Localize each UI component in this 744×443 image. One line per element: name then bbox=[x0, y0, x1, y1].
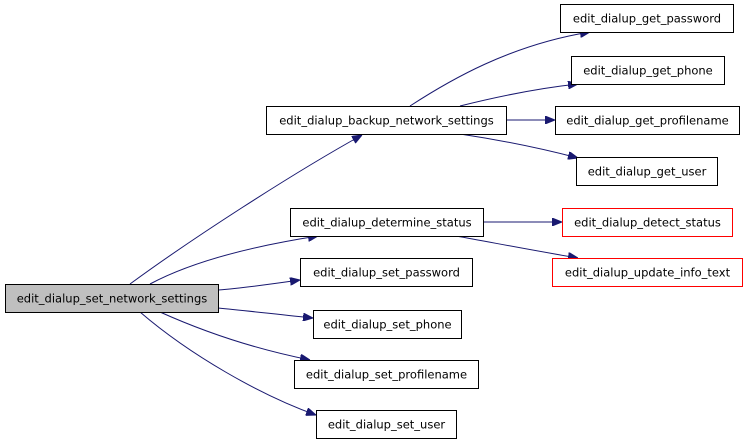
node-box bbox=[562, 208, 733, 237]
node-box bbox=[5, 284, 219, 313]
node-set-network-settings[interactable]: edit_dialup_set_network_settings bbox=[5, 284, 219, 313]
node-label: edit_dialup_set_network_settings bbox=[17, 292, 208, 306]
node-label: edit_dialup_set_phone bbox=[323, 318, 451, 332]
node-box bbox=[316, 410, 457, 439]
edge-backup-network-settings-to-get-user bbox=[459, 133, 578, 158]
node-box bbox=[576, 157, 718, 186]
edge-set-network-settings-to-determine-status bbox=[149, 236, 318, 285]
node-box bbox=[552, 258, 743, 287]
node-get-user[interactable]: edit_dialup_get_user bbox=[576, 157, 718, 186]
edge-determine-status-to-update-info-text bbox=[455, 235, 578, 258]
node-label: edit_dialup_update_info_text bbox=[565, 266, 731, 280]
nodes-layer: edit_dialup_set_network_settings edit_dia… bbox=[5, 4, 743, 439]
node-determine-status[interactable]: edit_dialup_determine_status bbox=[290, 208, 484, 237]
edges-layer bbox=[129, 32, 590, 415]
node-label: edit_dialup_set_user bbox=[328, 418, 446, 432]
node-update-info-text[interactable]: edit_dialup_update_info_text bbox=[552, 258, 743, 287]
node-box bbox=[300, 258, 473, 287]
node-get-profilename[interactable]: edit_dialup_get_profilename bbox=[555, 106, 740, 135]
edge-set-network-settings-to-set-profilename bbox=[159, 311, 310, 360]
node-label: edit_dialup_set_profilename bbox=[306, 368, 467, 382]
node-label: edit_dialup_get_profilename bbox=[566, 114, 728, 128]
node-label: edit_dialup_backup_network_settings bbox=[279, 114, 494, 128]
edge-set-network-settings-to-set-user bbox=[139, 311, 316, 415]
edge-set-network-settings-to-set-phone bbox=[217, 307, 313, 318]
node-label: edit_dialup_get_user bbox=[588, 165, 707, 179]
node-get-password[interactable]: edit_dialup_get_password bbox=[560, 4, 734, 33]
node-set-profilename[interactable]: edit_dialup_set_profilename bbox=[294, 360, 479, 389]
node-detect-status[interactable]: edit_dialup_detect_status bbox=[562, 208, 733, 237]
node-label: edit_dialup_determine_status bbox=[302, 216, 471, 230]
node-box bbox=[560, 4, 734, 33]
node-get-phone[interactable]: edit_dialup_get_phone bbox=[571, 56, 725, 85]
edge-set-network-settings-to-backup-network-settings bbox=[129, 135, 362, 285]
edge-set-network-settings-to-set-password bbox=[217, 280, 300, 291]
node-box bbox=[294, 360, 479, 389]
node-label: edit_dialup_set_password bbox=[313, 266, 460, 280]
node-label: edit_dialup_detect_status bbox=[574, 216, 721, 230]
node-box bbox=[290, 208, 484, 237]
node-box bbox=[571, 56, 725, 85]
node-set-phone[interactable]: edit_dialup_set_phone bbox=[313, 310, 462, 339]
node-label: edit_dialup_get_phone bbox=[583, 64, 713, 78]
node-backup-network-settings[interactable]: edit_dialup_backup_network_settings bbox=[266, 106, 507, 135]
node-set-password[interactable]: edit_dialup_set_password bbox=[300, 258, 473, 287]
node-box bbox=[555, 106, 740, 135]
node-box bbox=[266, 106, 507, 135]
node-set-user[interactable]: edit_dialup_set_user bbox=[316, 410, 457, 439]
node-label: edit_dialup_get_password bbox=[573, 12, 721, 26]
node-box bbox=[313, 310, 462, 339]
edge-backup-network-settings-to-get-phone bbox=[459, 84, 578, 107]
edge-backup-network-settings-to-get-password bbox=[409, 32, 590, 107]
